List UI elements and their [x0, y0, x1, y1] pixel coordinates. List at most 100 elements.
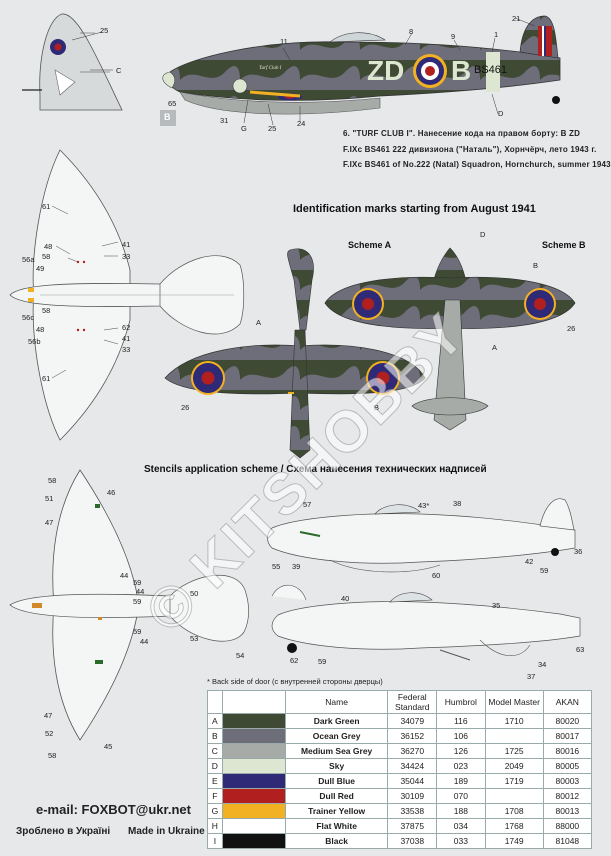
scheme-b-drawing	[324, 247, 576, 431]
scheme-a-drawing	[164, 248, 426, 459]
callout: 59	[133, 578, 142, 587]
callout: 24	[297, 119, 306, 128]
footer-made-en: Made in Ukraine	[128, 826, 205, 837]
color-table-header: Name Federal Standard Humbrol Model Mast…	[207, 690, 593, 714]
callout: 58	[42, 306, 51, 315]
callout: 31	[220, 116, 229, 125]
callout: 33	[122, 345, 131, 354]
callout: 42	[525, 557, 534, 566]
callout: 41	[122, 240, 131, 249]
fin-view-drawing	[22, 13, 123, 111]
callout: 60	[432, 571, 441, 580]
callout: 44	[140, 637, 149, 646]
callout: 56a	[22, 255, 35, 264]
akan-code: 80020	[542, 713, 593, 729]
nose-art-text: Turf Club I	[259, 66, 282, 71]
callout: 56b	[28, 337, 41, 346]
callout: 53	[190, 634, 199, 643]
profile-caption-2: F.IXc BS461 222 дивизиона ("Наталь"), Хо…	[343, 145, 597, 154]
akan-code: 80005	[542, 758, 593, 774]
federal-standard-code: 35044	[387, 773, 438, 789]
header-akan: AKAN	[542, 690, 593, 714]
callout: 48	[44, 242, 53, 251]
footer-email: e-mail: FOXBOT@ukr.net	[36, 802, 191, 817]
serial-number: BS461	[474, 64, 508, 76]
color-letter: G	[207, 803, 223, 819]
color-swatch	[221, 818, 286, 834]
callout: 57	[303, 500, 312, 509]
color-name: Flat White	[284, 818, 389, 834]
callout: 48	[36, 325, 45, 334]
callout: 58	[48, 476, 57, 485]
callout: B	[533, 261, 539, 270]
callout: 41	[122, 334, 131, 343]
callout: 58	[48, 751, 57, 760]
color-letter: H	[207, 818, 223, 834]
model-master-code	[484, 788, 544, 804]
federal-standard-code: 36152	[387, 728, 438, 744]
profile-caption-1: 6. "TURF CLUB I". Нанесение кода на прав…	[343, 129, 581, 138]
humbrol-code: 189	[436, 773, 486, 789]
code-letters-left: ZD	[367, 55, 405, 86]
callout: 52	[45, 729, 54, 738]
callout: 59	[133, 627, 142, 636]
callout: G	[241, 124, 247, 133]
profile-marker: B	[164, 112, 171, 122]
federal-standard-code: 36270	[387, 743, 438, 759]
model-master-code	[484, 728, 544, 744]
header-swatch	[221, 690, 286, 714]
scheme-a-label: Scheme A	[348, 240, 392, 250]
model-master-code: 1768	[484, 818, 544, 834]
color-swatch	[221, 773, 286, 789]
callout: 44	[120, 571, 129, 580]
humbrol-code: 034	[436, 818, 486, 834]
akan-code: 80017	[542, 728, 593, 744]
model-master-code: 1719	[484, 773, 544, 789]
color-name: Ocean Grey	[284, 728, 389, 744]
callout: 8	[409, 27, 414, 36]
model-master-code: 1749	[484, 833, 544, 849]
callout: 47	[44, 711, 53, 720]
akan-code: 88000	[542, 818, 593, 834]
federal-standard-code: 34424	[387, 758, 438, 774]
color-swatch	[221, 713, 286, 729]
humbrol-code: 126	[436, 743, 486, 759]
scheme-b-label: Scheme B	[542, 240, 586, 250]
color-letter: C	[207, 743, 223, 759]
humbrol-code: 023	[436, 758, 486, 774]
callout: C	[116, 66, 122, 75]
federal-standard-code: 37038	[387, 833, 438, 849]
callout: 40	[341, 594, 350, 603]
callout: 45	[104, 742, 113, 751]
callout: 62	[122, 323, 131, 332]
color-table: Name Federal Standard Humbrol Model Mast…	[207, 690, 593, 849]
humbrol-code: 033	[436, 833, 486, 849]
callout: 47	[45, 518, 54, 527]
federal-standard-code: 33538	[387, 803, 438, 819]
humbrol-code: 188	[436, 803, 486, 819]
model-master-code: 2049	[484, 758, 544, 774]
color-letter: A	[207, 713, 223, 729]
identification-heading: Identification marks starting from Augus…	[293, 203, 536, 215]
profile-caption-3: F.IXc BS461 of No.222 (Natal) Squadron, …	[343, 160, 611, 169]
callout: 1	[494, 30, 499, 39]
callout: 50	[190, 589, 199, 598]
callout: 25	[268, 124, 277, 133]
callout: 55	[272, 562, 281, 571]
callout: 38	[453, 499, 462, 508]
humbrol-code: 106	[436, 728, 486, 744]
callout: 37	[527, 672, 536, 681]
callout: D	[498, 109, 504, 118]
akan-code: 81048	[542, 833, 593, 849]
callout: 59	[540, 566, 549, 575]
federal-standard-code: 34079	[387, 713, 438, 729]
callout: 58	[42, 252, 51, 261]
color-swatch	[221, 803, 286, 819]
